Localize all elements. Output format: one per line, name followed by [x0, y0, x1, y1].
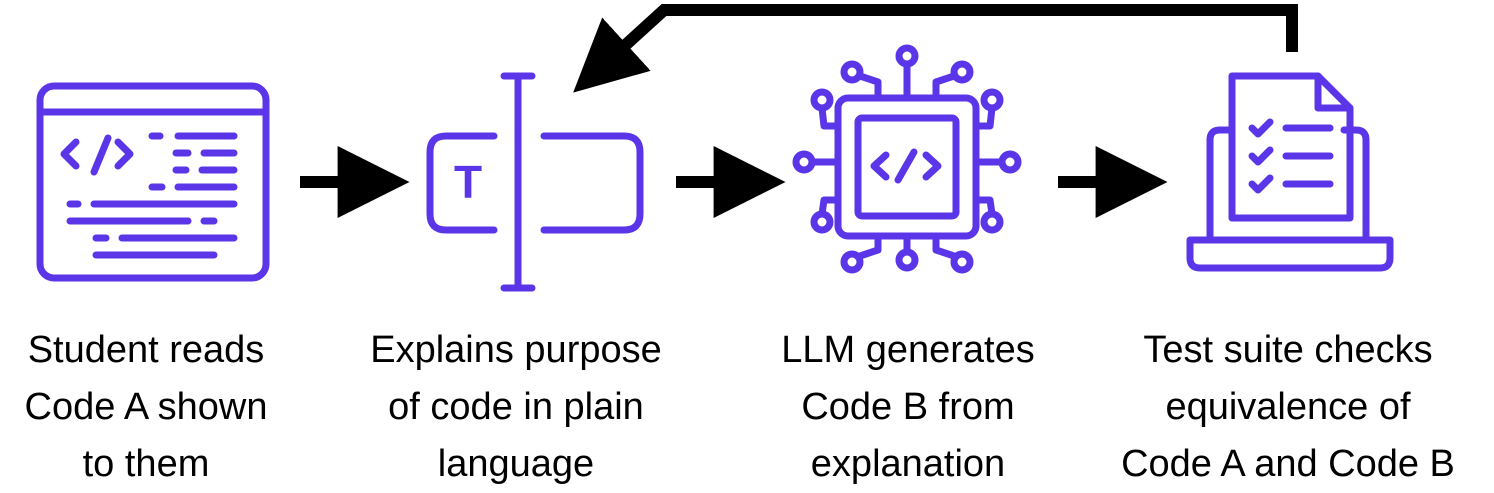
caption-line: of code in plain [388, 386, 644, 428]
code-window-icon [36, 82, 270, 282]
caption-line: equivalence of [1165, 386, 1411, 428]
step-2-caption: Explains purpose of code in plain langua… [346, 322, 686, 493]
step-1-caption: Student reads Code A shown to them [0, 322, 316, 493]
text-cursor-glyph: T [454, 156, 482, 208]
step-3-caption: LLM generates Code B from explanation [738, 322, 1078, 493]
caption-line: Code A shown [24, 386, 268, 428]
chip-code-circuit-icon [792, 44, 1022, 274]
caption-line: to them [82, 443, 210, 485]
text-input-cursor-icon: T [426, 72, 644, 292]
caption-line: LLM generates [781, 329, 1035, 371]
caption-line: Code A and Code B [1121, 443, 1455, 485]
step-4-caption: Test suite checks equivalence of Code A … [1088, 322, 1488, 493]
caption-line: Explains purpose [370, 329, 662, 371]
caption-line: Test suite checks [1143, 329, 1433, 371]
caption-line: Student reads [27, 329, 265, 371]
feedback-arrow-step4-to-step2 [573, 3, 1298, 93]
caption-line: Code B from [801, 386, 1015, 428]
laptop-checklist-icon [1186, 72, 1394, 272]
caption-line: language [437, 443, 595, 485]
caption-line: explanation [810, 443, 1006, 485]
flow-arrows [300, 3, 1298, 218]
